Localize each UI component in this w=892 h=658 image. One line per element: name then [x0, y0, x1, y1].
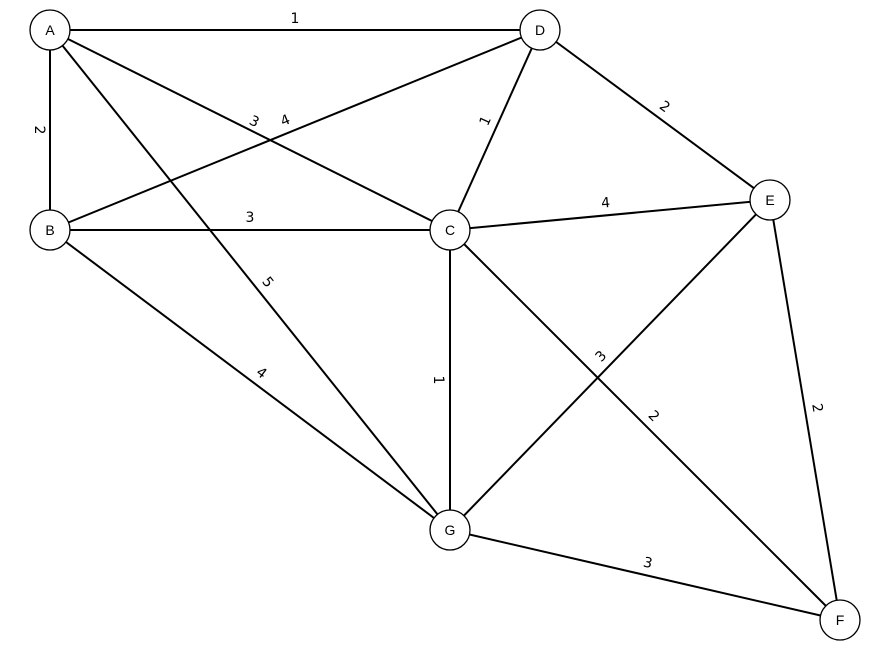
edge-weight-g-f: 3: [642, 555, 654, 573]
node-label: D: [535, 22, 545, 38]
node-label: C: [445, 222, 455, 238]
edge-a-c: [49, 29, 451, 231]
edge-weight-e-f: 2: [808, 402, 825, 413]
node-circle: [429, 209, 471, 251]
node-circle: [749, 179, 791, 221]
nodes-layer: A B C D E F G: [29, 9, 861, 641]
edge-c-e: [449, 199, 771, 231]
node-circle: [29, 9, 71, 51]
edges-layer: [49, 29, 841, 621]
node-a: A: [29, 9, 71, 51]
node-g: G: [429, 509, 471, 551]
edge-weight-c-e: 4: [600, 195, 610, 212]
edge-weight-c-f: 2: [645, 408, 663, 426]
edge-b-g: [49, 229, 451, 531]
edge-weight-c-g: 1: [430, 376, 446, 385]
node-label: F: [836, 612, 845, 628]
edge-weight-b-g: 4: [253, 364, 270, 382]
node-circle: [29, 209, 71, 251]
edge-weight-d-c: 1: [477, 114, 495, 129]
node-c: C: [429, 209, 471, 251]
node-label: E: [765, 192, 774, 208]
edge-b-d: [49, 29, 541, 231]
node-label: A: [45, 22, 55, 38]
edge-weight-b-c: 3: [246, 210, 255, 226]
node-circle: [429, 509, 471, 551]
edge-e-g: [449, 199, 771, 531]
edge-weight-a-g: 5: [258, 274, 276, 291]
edge-weight-e-g: 3: [593, 348, 611, 366]
node-d: D: [519, 9, 561, 51]
node-f: F: [819, 599, 861, 641]
node-e: E: [749, 179, 791, 221]
edge-g-f: [449, 529, 841, 621]
node-circle: [819, 599, 861, 641]
edge-c-f: [449, 229, 841, 621]
edge-weight-d-e: 2: [656, 98, 673, 116]
node-circle: [519, 9, 561, 51]
edge-d-e: [539, 29, 771, 201]
edge-weight-a-d: 1: [291, 11, 300, 27]
edge-a-g: [49, 29, 451, 531]
node-label: G: [445, 522, 456, 538]
edge-weight-b-d: 4: [278, 112, 292, 130]
edge-d-c: [449, 29, 541, 231]
node-label: B: [45, 222, 54, 238]
edge-weight-a-b: 2: [31, 126, 47, 135]
node-b: B: [29, 209, 71, 251]
edge-e-f: [769, 199, 841, 621]
